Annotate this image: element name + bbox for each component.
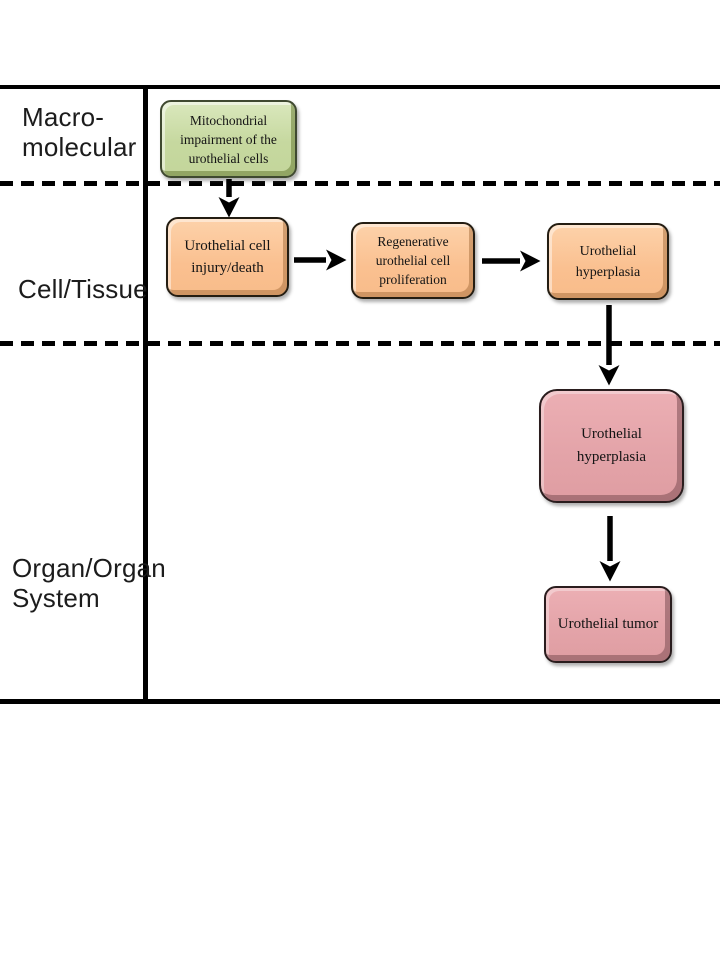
row-label-line: Macro- xyxy=(22,102,105,132)
node-text-line: hyperplasia xyxy=(575,264,641,280)
node-text-line: Mitochondrial xyxy=(189,112,268,128)
row-label-cell-tissue: Cell/Tissue xyxy=(18,274,148,304)
node-urothelial-hyperplasia-cell: Urothelial hyperplasia xyxy=(547,223,669,300)
node-text-line: urothelial cells xyxy=(188,150,269,166)
node-text-line: proliferation xyxy=(379,272,447,287)
node-text-line: injury/death xyxy=(191,260,264,276)
node-urothelial-injury-death: Urothelial cell injury/death xyxy=(166,217,289,297)
row-label-line: System xyxy=(12,583,100,613)
node-text-line: Urothelial xyxy=(581,426,642,442)
node-text-line: urothelial cell xyxy=(375,253,451,268)
diagram-top-border xyxy=(0,85,720,89)
row-label-organ-system: Organ/Organ System xyxy=(12,553,166,613)
row-divider-macromolecular-cell xyxy=(0,181,720,186)
row-label-divider xyxy=(143,85,148,703)
node-text-line: Regenerative xyxy=(377,234,449,249)
row-label-line: molecular xyxy=(22,132,137,162)
row-label-line: Cell/Tissue xyxy=(18,274,148,304)
row-label-macromolecular: Macro- molecular xyxy=(22,102,137,162)
node-text-line: Urothelial cell xyxy=(184,238,271,254)
node-text-line: hyperplasia xyxy=(576,449,647,465)
diagram-bottom-border xyxy=(0,699,720,704)
node-urothelial-hyperplasia-organ: Urothelial hyperplasia xyxy=(539,389,684,503)
node-mitochondrial-impairment: Mitochondrial impairment of the urotheli… xyxy=(160,100,297,178)
node-text-line: Urothelial xyxy=(579,243,637,259)
node-text-line: Urothelial tumor xyxy=(557,616,659,632)
row-divider-cell-organ xyxy=(0,341,720,346)
node-regenerative-proliferation: Regenerative urothelial cell proliferati… xyxy=(351,222,475,299)
row-label-line: Organ/Organ xyxy=(12,553,166,583)
node-text-line: impairment of the xyxy=(180,131,277,147)
node-urothelial-tumor: Urothelial tumor xyxy=(544,586,672,663)
